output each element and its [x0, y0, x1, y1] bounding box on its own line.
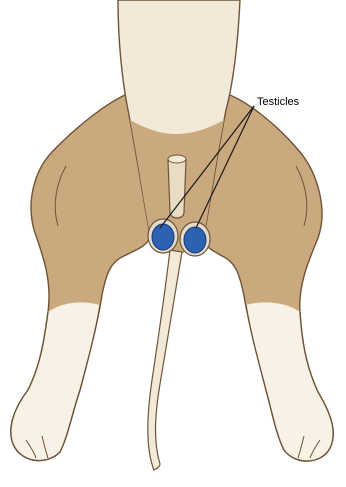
sheath-tip: [168, 155, 186, 163]
left-testicle: [152, 224, 174, 250]
right-testicle: [184, 227, 206, 253]
left-lower-leg-light: [11, 302, 100, 460]
sheath: [168, 156, 186, 219]
tail: [148, 250, 182, 470]
right-lower-leg-light: [246, 302, 333, 461]
testicles-label: Testicles: [257, 97, 299, 108]
